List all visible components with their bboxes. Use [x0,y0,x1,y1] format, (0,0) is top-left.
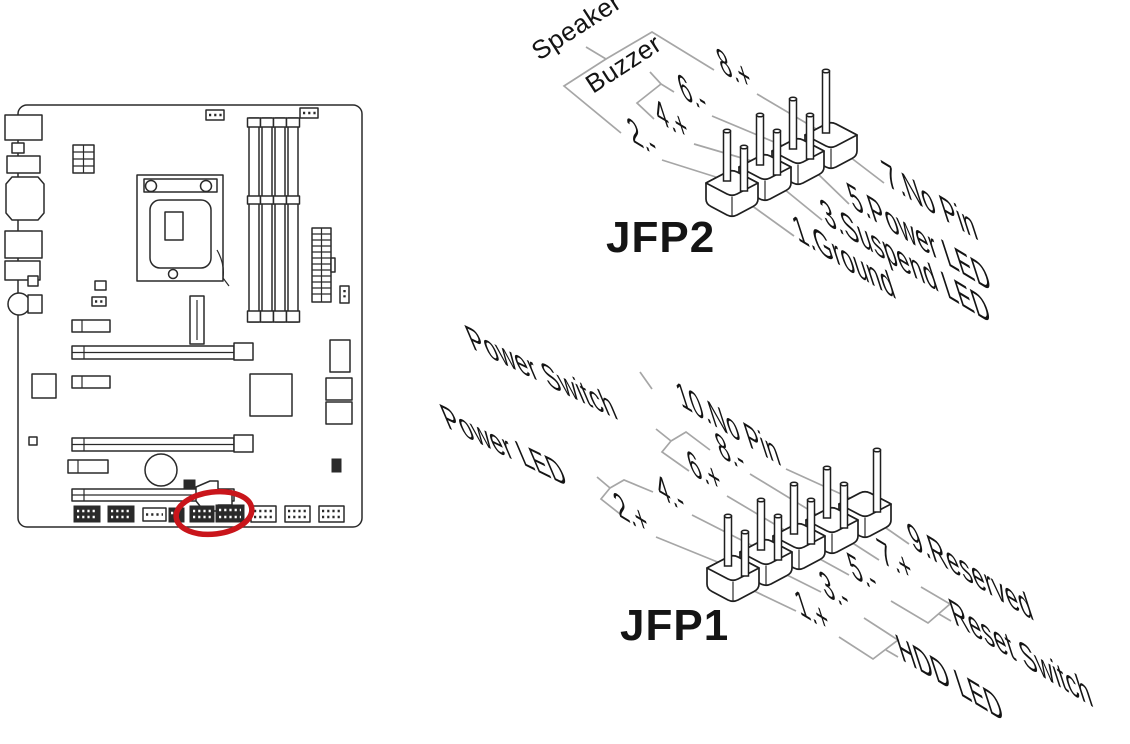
jfp2-pin8-label: 8.+ [712,40,758,101]
io-ports [4,114,45,316]
component-box [94,280,107,291]
pin7-line [850,541,880,561]
pin5-line [816,172,850,205]
reset-switch-bracket [890,586,952,625]
audio-jack [7,292,31,316]
power-switch-tick [655,428,672,442]
power-led-bracket [599,487,621,515]
speaker-bracket [562,58,622,134]
jfp-location-highlight [173,488,255,538]
pin9-line [885,527,910,545]
small-connector [339,285,350,304]
pin2-line [655,536,721,564]
fan-header [299,107,319,119]
pin1-line [750,204,795,237]
pin10-stub [639,371,653,390]
hdd-led-tick [885,649,899,658]
power-switch-label: Power Switch [460,317,624,429]
jfp1-diagram: Power Switch Power LED 10.No Pin 8.- 6.+… [435,317,1098,731]
jfp2-pin2-label: 2.- [622,109,663,167]
power-switch-bracket [660,440,690,472]
component-box [27,275,39,287]
atx-power-connector [311,227,336,303]
power-switch-bracket [670,430,711,451]
jfp1-title: JFP1 [620,601,729,650]
jfp2-connector [705,68,858,218]
buzzer-bracket [635,83,662,120]
chipset-heatsink [249,373,293,417]
front-panel-headers [73,504,345,523]
pin3-line [783,188,823,221]
component-box [31,373,57,399]
hdd-led-bracket [838,617,900,661]
battery [144,453,196,490]
pin3-line [784,573,822,593]
jfp1-pin2-label: 2.+ [609,484,655,545]
pin1-line [751,589,797,612]
jfp1-pin4-label: 4.- [650,465,691,523]
cpu-socket [136,174,230,287]
right-edge-connectors [325,339,353,473]
motherboard-diagram [4,104,363,538]
power-led-label: Power LED [435,396,574,496]
jfp1-pin5-label: 5.- [842,544,883,602]
power-led-bracket [609,479,654,493]
pcie-slots [67,319,254,512]
jfp2-title: JFP2 [606,213,715,262]
pin7-line [849,156,885,184]
jfp2-diagram: Speaker Buzzer 8.+ 6.- 4.+ 2.- 7.No Pin … [526,0,997,334]
cpu-power-connector [72,144,95,174]
speaker-bracket [585,31,715,71]
fan-header [205,109,225,121]
pin2-line [661,159,720,179]
m2-slot [189,295,205,345]
reset-switch-tick [938,613,952,622]
pin5-line [817,557,850,576]
fan-header [91,296,107,307]
power-led-tick [596,476,611,489]
buzzer-label: Buzzer [580,28,667,99]
ram-slots [246,117,301,323]
vga-port [5,176,45,221]
component-box [28,436,38,446]
